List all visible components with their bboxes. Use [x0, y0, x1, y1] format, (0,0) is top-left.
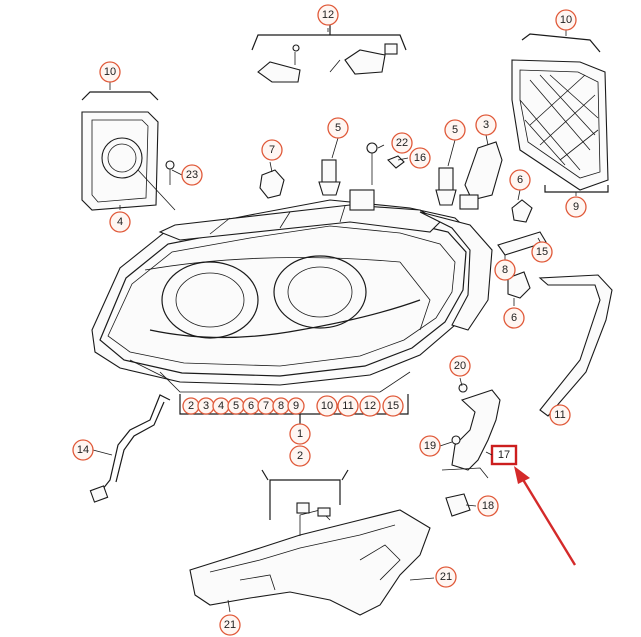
- group-callout-9: 9: [287, 397, 305, 415]
- svg-text:11: 11: [554, 409, 565, 421]
- svg-text:17: 17: [498, 449, 510, 461]
- svg-text:3: 3: [203, 400, 209, 412]
- group-callout-11: 11: [337, 395, 359, 417]
- svg-text:7: 7: [263, 400, 269, 412]
- callout-2: 2: [289, 445, 311, 467]
- highlight-callout-17: 17: [490, 444, 518, 466]
- right-cover: [511, 33, 609, 193]
- svg-text:2: 2: [297, 450, 303, 462]
- svg-text:4: 4: [218, 400, 224, 412]
- callout-18: 18: [477, 495, 499, 517]
- svg-text:5: 5: [452, 124, 458, 136]
- svg-text:5: 5: [335, 122, 341, 134]
- svg-text:12: 12: [322, 9, 334, 21]
- svg-text:9: 9: [293, 400, 299, 412]
- svg-text:16: 16: [414, 152, 426, 164]
- svg-text:10: 10: [104, 66, 116, 78]
- callout-14: 14: [72, 439, 94, 461]
- left-cover: [81, 91, 176, 211]
- callout-4: 4: [109, 211, 131, 233]
- callout-7: 7: [261, 139, 283, 161]
- callout-10-right: 10: [555, 9, 577, 31]
- top-brackets: [251, 25, 407, 83]
- trim-strip: [538, 274, 613, 417]
- group-callout-7: 7: [257, 397, 275, 415]
- svg-text:8: 8: [278, 400, 284, 412]
- red-pointer-arrow: [514, 466, 577, 566]
- bulbs: [165, 141, 547, 299]
- callout-1: 1: [289, 423, 311, 445]
- group-callout-3: 3: [197, 397, 215, 415]
- svg-text:12: 12: [364, 400, 376, 412]
- group-callout-5: 5: [227, 397, 245, 415]
- callout-21-right: 21: [435, 566, 457, 588]
- svg-text:20: 20: [454, 360, 466, 372]
- svg-text:22: 22: [396, 137, 408, 149]
- svg-text:9: 9: [573, 201, 579, 213]
- headlamp-housing: [91, 199, 493, 393]
- callout-23: 23: [181, 164, 203, 186]
- mount-bracket: [441, 383, 501, 517]
- svg-text:6: 6: [517, 174, 523, 186]
- group-callout-12: 12: [359, 395, 381, 417]
- group-callout-10: 10: [316, 395, 338, 417]
- svg-text:14: 14: [77, 444, 89, 456]
- group-callout-6: 6: [242, 397, 260, 415]
- svg-text:10: 10: [560, 14, 572, 26]
- callout-21-bottom: 21: [219, 614, 241, 636]
- svg-text:3: 3: [483, 119, 489, 131]
- group-callout-15: 15: [382, 395, 404, 417]
- callout-8: 8: [494, 259, 516, 281]
- svg-text:6: 6: [511, 312, 517, 324]
- callout-20: 20: [449, 355, 471, 377]
- svg-text:21: 21: [440, 571, 452, 583]
- callout-19: 19: [419, 435, 441, 457]
- callout-9: 9: [565, 196, 587, 218]
- group-callout-8: 8: [272, 397, 290, 415]
- svg-text:2: 2: [188, 400, 194, 412]
- svg-text:4: 4: [117, 216, 123, 228]
- group-callout-2: 2: [182, 397, 200, 415]
- callout-5-right: 5: [444, 119, 466, 141]
- callout-16: 16: [409, 147, 431, 169]
- svg-text:5: 5: [233, 400, 239, 412]
- svg-text:11: 11: [342, 400, 353, 412]
- svg-text:1: 1: [297, 428, 303, 440]
- callout-22: 22: [391, 132, 413, 154]
- svg-text:15: 15: [536, 246, 548, 258]
- callout-6-upper: 6: [509, 169, 531, 191]
- svg-text:10: 10: [321, 400, 333, 412]
- svg-text:15: 15: [387, 400, 399, 412]
- svg-text:19: 19: [424, 440, 436, 452]
- callout-15: 15: [531, 241, 553, 263]
- svg-text:21: 21: [224, 619, 236, 631]
- callout-11: 11: [549, 404, 571, 426]
- callout-12: 12: [317, 4, 339, 26]
- svg-text:6: 6: [248, 400, 254, 412]
- svg-text:23: 23: [186, 169, 198, 181]
- callout-6-lower: 6: [503, 307, 525, 329]
- wiring-harness: [89, 394, 171, 503]
- lower-bracket: [189, 469, 431, 616]
- svg-text:18: 18: [482, 500, 494, 512]
- callout-5-left: 5: [327, 117, 349, 139]
- callout-3: 3: [475, 114, 497, 136]
- svg-text:8: 8: [502, 264, 508, 276]
- svg-text:7: 7: [269, 144, 275, 156]
- group-callout-4: 4: [212, 397, 230, 415]
- callout-10-left: 10: [99, 61, 121, 83]
